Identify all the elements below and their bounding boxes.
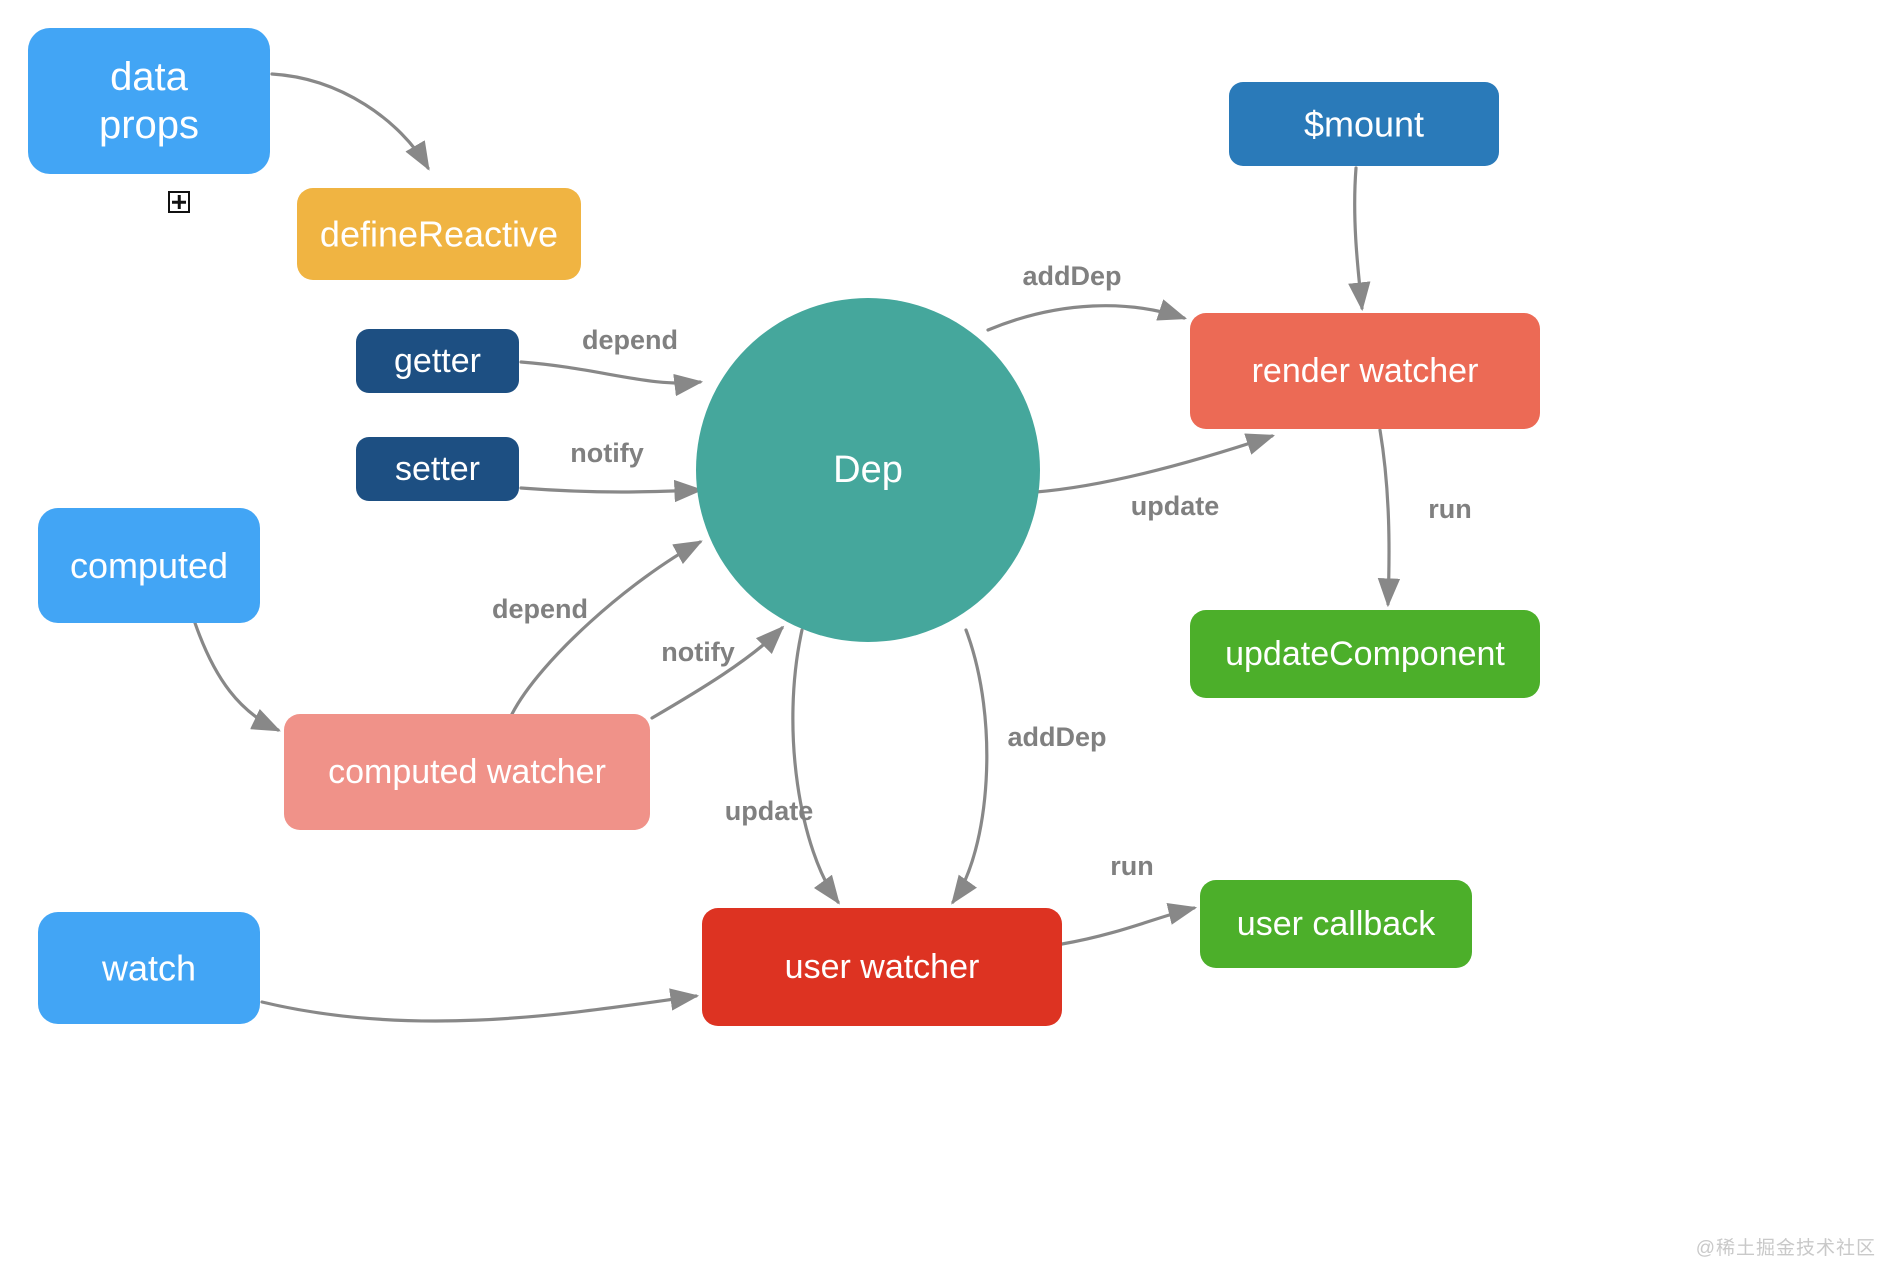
node-shape[interactable] [297, 188, 581, 280]
node-shape[interactable] [38, 508, 260, 623]
node-label: user watcher [785, 948, 980, 986]
node-label: Dep [833, 449, 903, 491]
node-label: $mount [1304, 104, 1424, 145]
edge-line [986, 299, 1188, 332]
node-label: setter [395, 450, 480, 488]
edge-e-userwatcher-usercallback: run [1060, 851, 1198, 946]
edge-line [1034, 433, 1276, 494]
edge-line [519, 479, 704, 503]
edge-label: depend [582, 325, 678, 355]
node-mount[interactable]: $mount [1229, 82, 1499, 166]
edge-e-mount-renderwatcher [1348, 166, 1371, 312]
edge-line [951, 628, 989, 905]
node-shape[interactable] [356, 437, 519, 501]
edges-layer: depend notify depend notify addDep update run u… [193, 72, 1472, 1023]
edge-line [260, 988, 700, 1023]
edge-e-getter-dep: depend [519, 325, 704, 397]
edge-e-dep-userwatcher-update: update [725, 628, 840, 905]
edge-line [650, 625, 785, 720]
edge-line [1348, 166, 1371, 312]
edge-label: run [1110, 851, 1154, 881]
edge-e-renderwatcher-updatecomp: run [1377, 428, 1472, 608]
node-user-callback[interactable]: user callback [1200, 880, 1472, 968]
edge-line [1060, 902, 1198, 946]
node-shape[interactable] [28, 28, 270, 174]
edge-e-dep-renderwatcher-update: update [1034, 433, 1276, 521]
node-label: computed watcher [328, 753, 606, 791]
node-label: getter [394, 342, 481, 380]
edge-label: addDep [1022, 261, 1121, 291]
edge-e-computed-computedwatcher [193, 621, 281, 732]
node-label: render watcher [1252, 352, 1479, 390]
node-setter[interactable]: setter [356, 437, 519, 501]
edge-line [193, 621, 281, 732]
node-shape[interactable] [38, 912, 260, 1024]
node-shape[interactable] [1190, 313, 1540, 429]
edge-e-cw-dep-notify: notify [650, 625, 785, 720]
edge-e-cw-dep-depend: depend [492, 540, 703, 716]
watermark-label: @稀土掘金技术社区 [1695, 1238, 1876, 1259]
edge-line [510, 540, 703, 716]
edge-label: notify [661, 637, 735, 667]
node-shape[interactable] [1200, 880, 1472, 968]
edge-line [791, 628, 840, 905]
edge-e-dataprops-definereactive [270, 72, 430, 171]
node-label: computed [70, 545, 228, 586]
edge-e-dep-renderwatcher-adddep: addDep [986, 261, 1188, 332]
edge-label: run [1428, 494, 1472, 524]
node-label: user callback [1237, 905, 1436, 943]
edge-label: update [725, 796, 814, 826]
edge-e-dep-userwatcher-adddep: addDep [951, 628, 1107, 905]
node-getter[interactable]: getter [356, 329, 519, 393]
node-user-watcher[interactable]: user watcher [702, 908, 1062, 1026]
edge-label: addDep [1007, 722, 1106, 752]
node-shape[interactable] [356, 329, 519, 393]
edge-line [270, 72, 430, 171]
node-shape[interactable] [1190, 610, 1540, 698]
node-shape[interactable] [702, 908, 1062, 1026]
edge-line [519, 360, 704, 397]
edge-label: update [1131, 491, 1220, 521]
node-label: watch [101, 948, 196, 989]
node-dep[interactable]: Dep [696, 298, 1040, 642]
crosshair-plus-icon [168, 191, 190, 213]
node-label: updateComponent [1225, 635, 1505, 673]
edge-label: notify [570, 438, 644, 468]
edge-label: depend [492, 594, 588, 624]
node-computed-watcher[interactable]: computed watcher [284, 714, 650, 830]
node-label: defineReactive [320, 214, 558, 255]
node-define-reactive[interactable]: defineReactive [297, 188, 581, 280]
edge-e-setter-dep: notify [519, 438, 704, 503]
node-render-watcher[interactable]: render watcher [1190, 313, 1540, 429]
edge-e-watch-userwatcher [260, 988, 700, 1023]
node-update-component[interactable]: updateComponent [1190, 610, 1540, 698]
node-shape[interactable] [1229, 82, 1499, 166]
edge-line [1377, 428, 1401, 608]
node-shape[interactable] [284, 714, 650, 830]
node-computed[interactable]: computed [38, 508, 260, 623]
node-watch[interactable]: watch [38, 912, 260, 1024]
node-shape[interactable] [696, 298, 1040, 642]
